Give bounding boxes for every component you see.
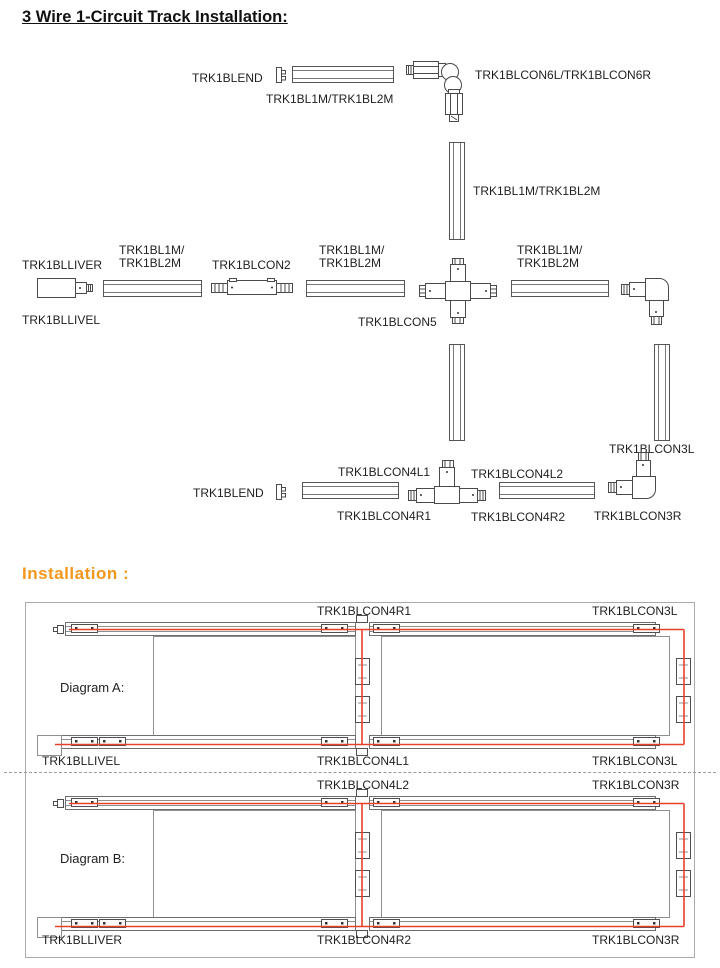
track-label-mid-1: TRK1BL1M/ TRK1BL2M [119,243,185,270]
page-title: 3 Wire 1-Circuit Track Installation: [22,8,288,26]
tee-4l2-label: TRK1BLCON4L2 [471,467,564,481]
diagram-b-bottom-label-3: TRK1BLCON3R [592,933,680,947]
diagram-a-top-label-2: TRK1BLCON3L [592,604,678,618]
live-end-icon [37,277,95,299]
tee-connector-icon [408,460,486,510]
diagram-b-top-label-2: TRK1BLCON3R [592,778,680,792]
track-label-mid-2: TRK1BL1M/ TRK1BL2M [319,243,385,270]
track-icon [511,280,609,297]
end-cap-icon [275,483,287,501]
diagram-a-bottom-label-3: TRK1BLCON3L [592,754,678,768]
track-icon [302,482,399,499]
vertical-track-icon [449,344,465,441]
track-label-mid-3: TRK1BL1M/ TRK1BL2M [517,243,583,270]
diagram-b-bottom-label-1: TRK1BLLIVER [42,933,123,947]
track-icon [292,66,394,83]
end-cap-label-top: TRK1BLEND [192,71,263,85]
tee-4r2-label: TRK1BLCON4R2 [471,510,566,524]
track-icon [103,280,202,297]
diagram-divider [4,772,716,773]
corner-connector-icon-up-left [608,452,658,508]
track-label-top: TRK1BL1M/TRK1BL2M [266,92,394,106]
installation-heading: Installation : [22,564,130,583]
track-icon [306,280,405,297]
flex-connector-icon [406,56,466,124]
vertical-track-icon [654,344,670,441]
live-end-left-label: TRK1BLLIVEL [22,313,101,327]
corner-connector-icon-left-down [621,273,673,325]
straight-connector-label: TRK1BLCON2 [212,258,291,272]
cross-connector-label: TRK1BLCON5 [358,315,437,329]
diagram-a-drawing [37,615,691,756]
end-cap-icon [275,66,287,84]
diagram-a-bottom-label-2: TRK1BLCON4L1 [317,754,410,768]
diagram-a-top-label-1: TRK1BLCON4R1 [317,604,412,618]
vertical-track-icon [449,142,465,240]
corner-3l-label: TRK1BLCON3L [609,442,695,456]
diagram-b-bottom-label-2: TRK1BLCON4R2 [317,933,412,947]
diagram-b-name: Diagram B: [60,851,126,866]
cross-connector-icon [419,258,497,324]
diagram-b-drawing [37,789,691,938]
corner-3r-label: TRK1BLCON3R [594,509,682,523]
end-cap-label-bottom: TRK1BLEND [193,486,264,500]
live-end-right-label: TRK1BLLIVER [22,258,103,272]
diagram-a-name: Diagram A: [60,680,125,695]
vertical-track-label: TRK1BL1M/TRK1BL2M [473,184,601,198]
straight-connector-icon [211,277,293,298]
tee-4r1-label: TRK1BLCON4R1 [337,509,432,523]
diagram-a-bottom-label-1: TRK1BLLIVEL [42,754,121,768]
diagram-b-top-label-1: TRK1BLCON4L2 [317,778,410,792]
flex-connector-label: TRK1BLCON6L/TRK1BLCON6R [475,68,652,82]
installation-outer-box [25,602,695,958]
tee-4l1-label: TRK1BLCON4L1 [338,465,431,479]
track-icon [499,482,595,499]
